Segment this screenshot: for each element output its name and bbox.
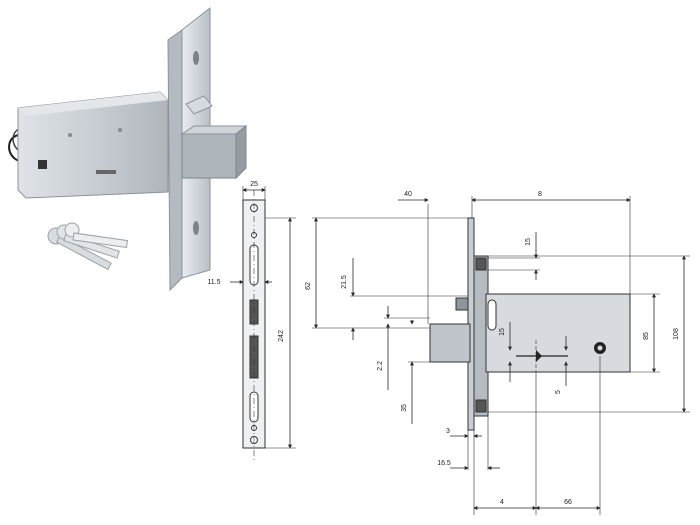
dim-front-offset: 11.5 [207, 279, 220, 286]
dim-front-top-width: 25 [250, 181, 258, 188]
lock-product-photo [8, 6, 248, 292]
keys-photo [47, 222, 129, 271]
dim-side-v2: 21.5 [341, 275, 348, 289]
dim-side-v3: 2.2 [377, 361, 384, 371]
dim-side-b1: 3 [446, 428, 450, 435]
dim-side-b2: 16.5 [437, 460, 451, 467]
front-view: 25 11.5 242 [207, 181, 296, 460]
dim-side-v1: 62 [305, 282, 312, 290]
dim-front-height: 242 [278, 330, 285, 342]
bolt [429, 323, 471, 363]
dim-side-v4: 35 [401, 404, 408, 412]
dim-side-b4: 66 [564, 499, 572, 506]
side-view: 40 8 62 21.5 2.2 35 15 85 108 [305, 191, 690, 515]
dim-side-v6: 85 [643, 332, 650, 340]
dim-side-v8: 15 [499, 328, 506, 336]
lock-case [485, 293, 631, 373]
dim-side-b3: 4 [500, 499, 504, 506]
dim-side-top-left: 40 [404, 191, 412, 198]
dim-side-v5: 15 [525, 238, 532, 246]
dim-side-v7: 108 [673, 328, 680, 340]
dim-side-top-right: 8 [538, 191, 542, 198]
dim-side-v9: 5 [555, 390, 562, 394]
